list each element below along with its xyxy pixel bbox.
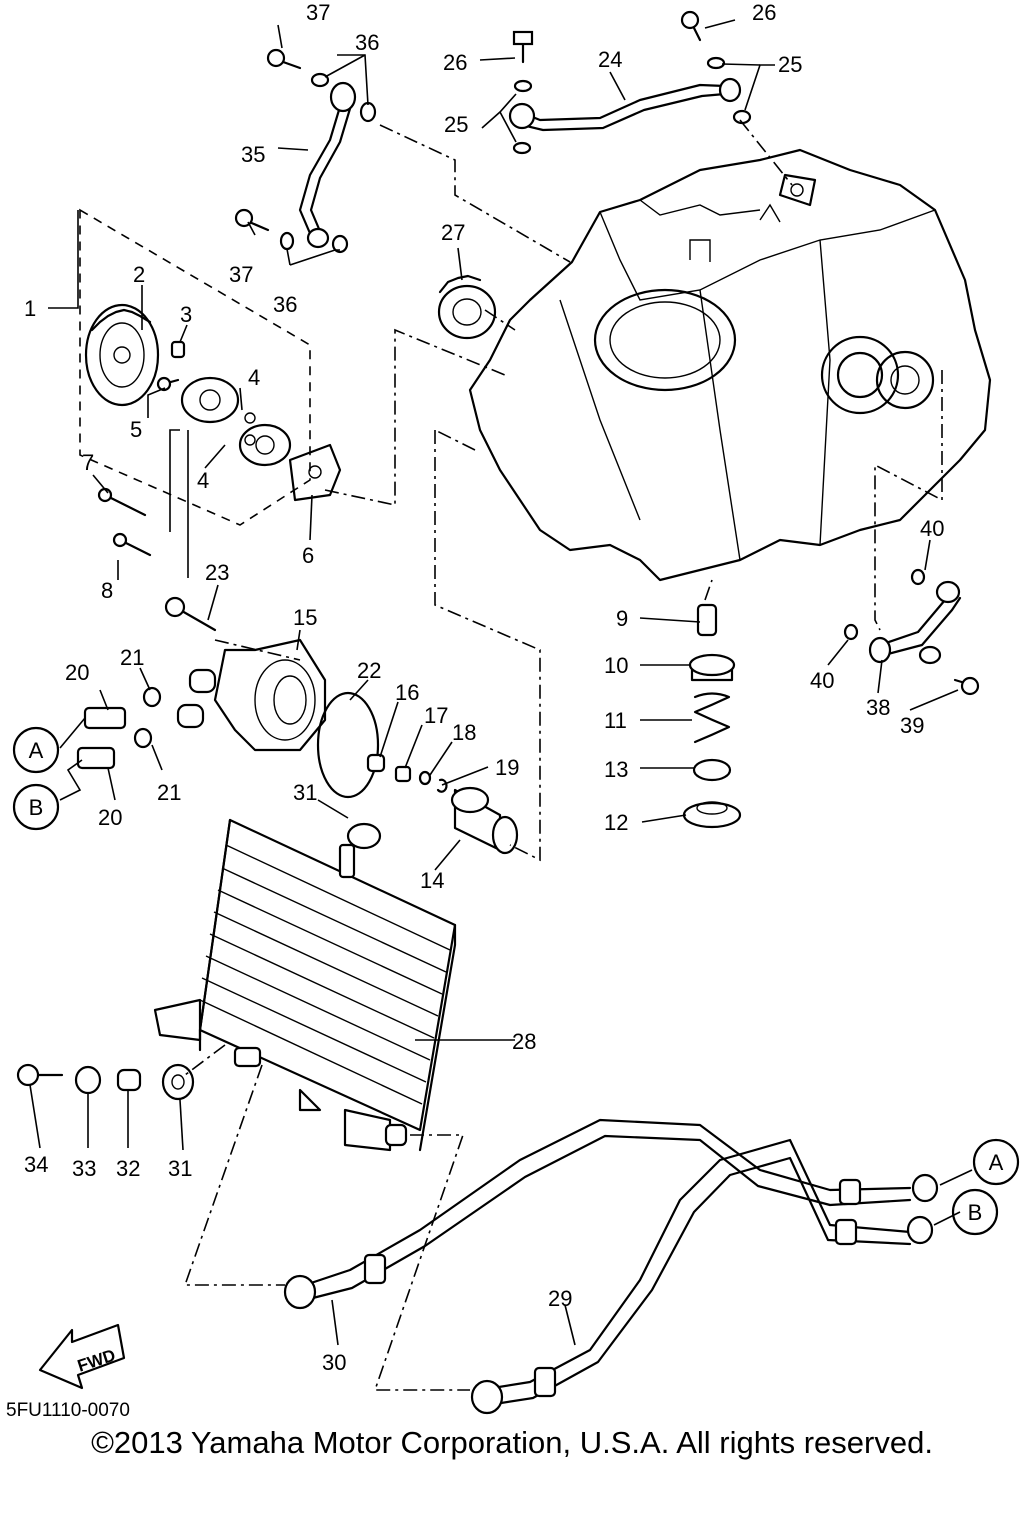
- callout-6: 6: [302, 543, 314, 568]
- callout-14: 14: [420, 868, 444, 893]
- callout-29: 29: [548, 1286, 572, 1311]
- callout-39: 39: [900, 713, 924, 738]
- callout-36: 36: [273, 292, 297, 317]
- connector-a-left: A: [29, 738, 44, 763]
- oil-cooler-radiator: [153, 818, 457, 1152]
- connector-b-left: B: [29, 795, 44, 820]
- callout-1: 1: [24, 296, 36, 321]
- callout-8: 8: [101, 578, 113, 603]
- callout-31: 31: [168, 1156, 192, 1181]
- connector-markers: A B A B: [12, 726, 1020, 1236]
- leader-lines: [29, 19, 973, 1346]
- oil-hoses: [283, 1118, 939, 1415]
- callout-20: 20: [65, 660, 89, 685]
- callout-32: 32: [116, 1156, 140, 1181]
- callout-9: 9: [616, 606, 628, 631]
- callout-26: 26: [443, 50, 467, 75]
- callout-7: 7: [82, 450, 94, 475]
- callout-5: 5: [130, 417, 142, 442]
- callout-36: 36: [355, 30, 379, 55]
- callout-26: 26: [752, 0, 776, 25]
- callout-labels: 1 2 3 4 4 5 6 7 8 9 10 11 12 13 14 15 16…: [24, 0, 944, 1375]
- callout-11: 11: [604, 708, 627, 733]
- connector-b-circle: [951, 1188, 999, 1236]
- oil-pipes-top: [234, 10, 752, 254]
- callout-25: 25: [444, 112, 468, 137]
- callout-22: 22: [357, 658, 381, 683]
- callout-38: 38: [866, 695, 890, 720]
- callout-30: 30: [322, 1350, 346, 1375]
- forward-arrow-icon: FWD: [38, 1323, 126, 1390]
- callout-3: 3: [180, 302, 192, 327]
- callout-21: 21: [120, 645, 144, 670]
- crankcase-housing: [468, 148, 992, 582]
- connector-a-right: A: [989, 1150, 1004, 1175]
- callout-37: 37: [306, 0, 330, 25]
- callout-35: 35: [241, 142, 265, 167]
- callout-12: 12: [604, 810, 628, 835]
- callout-16: 16: [395, 680, 419, 705]
- callout-17: 17: [424, 703, 448, 728]
- callout-23: 23: [205, 560, 229, 585]
- filter-cover-group: [76, 596, 519, 855]
- copyright-notice: ©2013 Yamaha Motor Corporation, U.S.A. A…: [91, 1425, 933, 1460]
- callout-18: 18: [452, 720, 476, 745]
- catalog-code: 5FU1110-0070: [6, 1400, 130, 1421]
- callout-31: 31: [293, 780, 317, 805]
- connector-b-right: B: [968, 1200, 983, 1225]
- callout-15: 15: [293, 605, 317, 630]
- callout-20: 20: [98, 805, 122, 830]
- callout-27: 27: [441, 220, 465, 245]
- drain-parts: [682, 603, 742, 829]
- connector-a-circle: [972, 1138, 1020, 1186]
- callout-19: 19: [495, 755, 519, 780]
- callout-40: 40: [810, 668, 834, 693]
- callout-13: 13: [604, 757, 628, 782]
- connector-a-circle: [12, 726, 60, 774]
- cooler-mount-hardware: [16, 1063, 195, 1101]
- callout-25: 25: [778, 52, 802, 77]
- callout-33: 33: [72, 1156, 96, 1181]
- callout-37: 37: [229, 262, 253, 287]
- fwd-label: FWD: [75, 1346, 118, 1376]
- callout-34: 34: [24, 1152, 48, 1177]
- callout-28: 28: [512, 1029, 536, 1054]
- ring-27: [437, 274, 497, 340]
- callout-40: 40: [920, 516, 944, 541]
- callout-10: 10: [604, 653, 628, 678]
- callout-24: 24: [598, 47, 622, 72]
- callout-4: 4: [197, 468, 209, 493]
- callout-21: 21: [157, 780, 181, 805]
- oil-pump-group: [79, 208, 342, 557]
- reference-lines: [183, 119, 943, 1391]
- callout-4: 4: [248, 365, 260, 390]
- right-pipe-group: [843, 568, 980, 696]
- callout-2: 2: [133, 262, 145, 287]
- connector-b-circle: [12, 783, 60, 831]
